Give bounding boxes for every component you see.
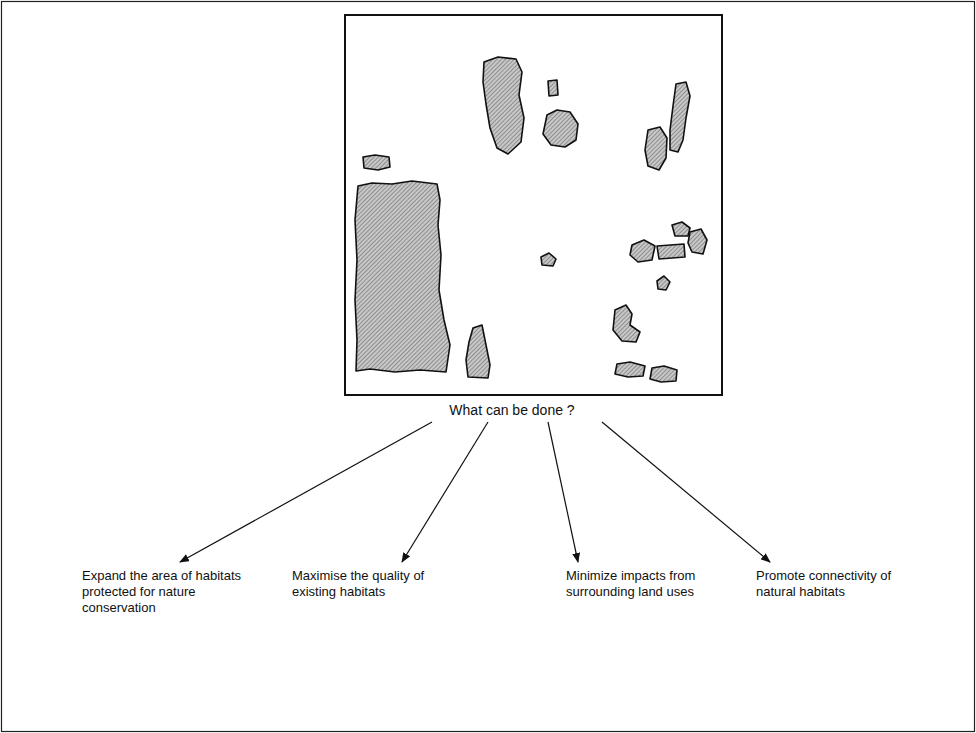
action-label: Maximise the quality of existing habitat… — [292, 568, 442, 600]
action-label: Maximise the quality of existing habitat… — [292, 568, 442, 600]
action-label: Minimize impacts from surrounding land u… — [566, 568, 706, 600]
arrow-connector — [602, 422, 770, 562]
question-text: What can be done ? — [372, 402, 652, 418]
arrow-connector — [180, 422, 432, 562]
action-label: Promote connectivity of natural habitats — [756, 568, 916, 600]
map-frame — [345, 15, 722, 395]
arrow-connector — [548, 422, 578, 562]
action-label: Promote connectivity of natural habitats — [756, 568, 916, 600]
action-label: Minimize impacts from surrounding land u… — [566, 568, 706, 600]
habitat-patches — [355, 57, 707, 382]
action-label: Expand the area of habitats protected fo… — [82, 568, 272, 616]
arrow-connector — [402, 422, 488, 562]
question-text: What can be done ? — [372, 402, 652, 418]
action-label: Expand the area of habitats protected fo… — [82, 568, 272, 616]
